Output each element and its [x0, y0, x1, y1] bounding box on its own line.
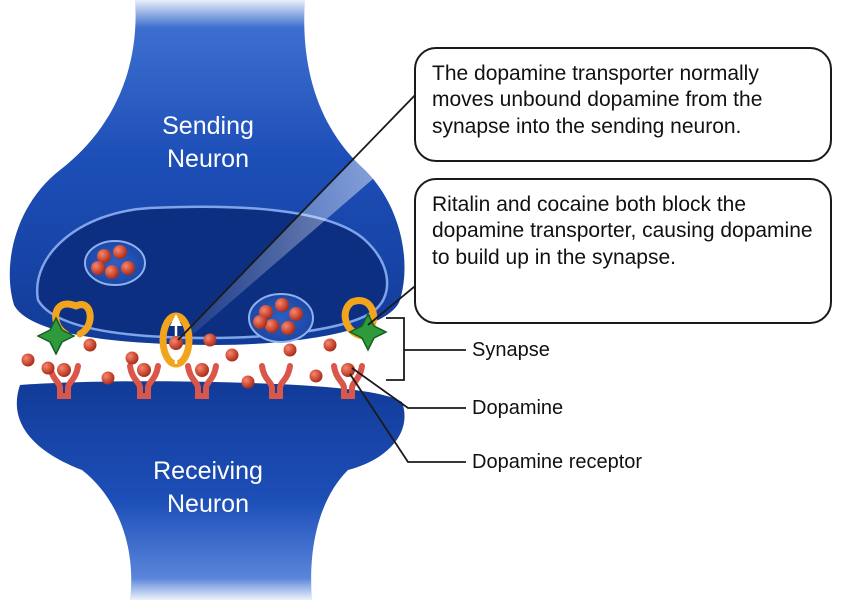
dopamine-molecule [21, 353, 35, 367]
dopamine-molecule [125, 351, 139, 365]
receptor-group [47, 363, 365, 399]
dopamine-receptor [259, 363, 293, 399]
dopamine-molecule [113, 245, 127, 259]
synapse-label: Synapse [472, 339, 550, 361]
pointer-lines [177, 89, 466, 463]
dopamine-label: Dopamine [472, 397, 564, 419]
blocker-right [348, 312, 388, 352]
dopamine-molecule [265, 319, 279, 333]
dopamine-molecule [253, 315, 267, 329]
bound-dopamine [341, 363, 355, 377]
receiving-neuron-label: Receiving Neuron [153, 457, 263, 518]
callout-ritalin: Ritalin and cocaine both block the dopam… [414, 178, 832, 324]
dopamine-receptor [47, 363, 81, 399]
callout-transporter: The dopamine transporter normally moves … [414, 47, 832, 162]
bound-dopamine [137, 363, 151, 377]
dopamine-molecule [203, 333, 217, 347]
dopamine-receptor [127, 363, 161, 399]
dopamine-molecule [121, 261, 135, 275]
blocker-left [36, 316, 76, 356]
dopamine-molecule [105, 265, 119, 279]
bound-dopamine [57, 363, 71, 377]
receiving-neuron [16, 381, 405, 600]
dopamine-receptor-label: Dopamine receptor [472, 451, 643, 473]
dopamine-molecule [241, 375, 255, 389]
dopamine-molecule [97, 249, 111, 263]
bound-dopamine [195, 363, 209, 377]
dopamine-receptor [185, 363, 219, 399]
dopamine-group [21, 245, 355, 389]
dopamine-molecule [41, 361, 55, 375]
dopamine-molecule [283, 343, 297, 357]
dopamine-molecule [101, 371, 115, 385]
dopamine-molecule [281, 321, 295, 335]
dopamine-molecule [309, 369, 323, 383]
dopamine-molecule [323, 338, 337, 352]
dopamine-molecule [91, 261, 105, 275]
dopamine-molecule [275, 298, 289, 312]
dopamine-molecule [83, 338, 97, 352]
dopamine-molecule [289, 307, 303, 321]
callout-beam [176, 95, 418, 344]
dopamine-receptor [331, 363, 365, 399]
sending-neuron-label: Sending Neuron [162, 112, 254, 173]
dopamine-molecule [225, 348, 239, 362]
